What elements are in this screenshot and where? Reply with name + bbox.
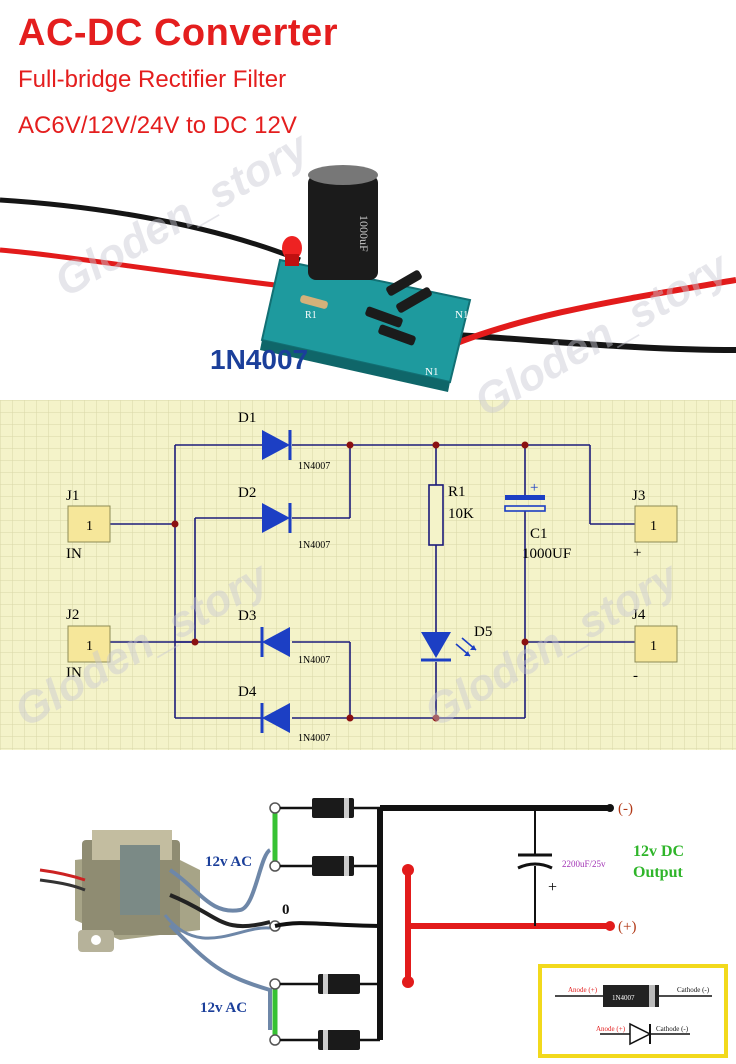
r1-ref: R1 bbox=[448, 484, 466, 500]
output-label-line1: 12v DC bbox=[633, 843, 684, 860]
schematic: D1 1N4007 D2 1N4007 D3 1N4007 D4 1N4007 … bbox=[0, 400, 736, 750]
diodes-wiring bbox=[312, 798, 360, 1050]
j1-net: IN bbox=[66, 546, 82, 562]
d1-ref: D1 bbox=[238, 410, 256, 426]
j3-net: + bbox=[633, 545, 641, 561]
j2-net: IN bbox=[66, 665, 82, 681]
j3-pin: 1 bbox=[650, 519, 657, 534]
c1-value: 1000UF bbox=[522, 546, 571, 562]
j4-ref: J4 bbox=[632, 607, 646, 623]
legend-part: 1N4007 bbox=[612, 994, 635, 1002]
page-subtitle: Full-bridge Rectifier Filter bbox=[18, 66, 287, 93]
diode-d1: D1 1N4007 bbox=[238, 410, 330, 472]
board-label-r1: R1 bbox=[305, 310, 317, 321]
diode-d3: D3 1N4007 bbox=[238, 608, 330, 666]
legend-anode: Anode (+) bbox=[568, 986, 598, 994]
input-output-spec: AC6V/12V/24V to DC 12V bbox=[18, 112, 297, 139]
d4-ref: D4 bbox=[238, 684, 257, 700]
d2-part: 1N4007 bbox=[298, 540, 330, 551]
pos-label: (+) bbox=[618, 919, 636, 935]
connector-j1: 1 J1 IN bbox=[66, 488, 111, 562]
filter-capacitor: + 2200uF/25v bbox=[517, 808, 606, 926]
diodes-photo bbox=[365, 270, 432, 346]
cap-value: 2200uF/25v bbox=[562, 859, 606, 869]
diode-legend: 1N4007 Anode (+) Cathode (-) Anode (+) C… bbox=[538, 964, 728, 1058]
d3-ref: D3 bbox=[238, 608, 256, 624]
d2-ref: D2 bbox=[238, 485, 256, 501]
d3-part: 1N4007 bbox=[298, 655, 330, 666]
d1-part: 1N4007 bbox=[298, 461, 330, 472]
j1-ref: J1 bbox=[66, 488, 79, 504]
connector-j4: 1 J4 - bbox=[632, 607, 678, 684]
legend-cathode2: Cathode (-) bbox=[656, 1025, 689, 1033]
schematic-wires bbox=[110, 444, 635, 719]
j2-pin: 1 bbox=[86, 639, 93, 654]
capacitor bbox=[308, 175, 378, 280]
page-title: AC-DC Converter bbox=[18, 12, 338, 54]
board-label-n1-top: N1 bbox=[455, 309, 468, 321]
cap-plus: + bbox=[548, 879, 557, 896]
diode-d4: D4 1N4007 bbox=[238, 684, 330, 744]
led-d5: D5 bbox=[421, 624, 492, 662]
wiring-diagram: + 2200uF/25v (-) (+) 12v AC 12v AC 0 12v… bbox=[0, 750, 736, 1064]
j4-pin: 1 bbox=[650, 639, 657, 654]
connector-j3: 1 J3 + bbox=[632, 488, 678, 561]
j1-pin: 1 bbox=[86, 519, 93, 534]
connector-j2: 1 J2 IN bbox=[66, 607, 111, 681]
wire-black-right bbox=[454, 332, 736, 353]
product-photo: 1000uF N1 N1 R1 bbox=[0, 150, 736, 400]
d5-ref: D5 bbox=[474, 624, 492, 640]
legend-anode2: Anode (+) bbox=[596, 1025, 626, 1033]
diode-d2: D2 1N4007 bbox=[238, 485, 330, 551]
c1-ref: C1 bbox=[530, 526, 548, 542]
part-number-label: 1N4007 bbox=[210, 344, 309, 375]
wire-black-left bbox=[0, 197, 301, 263]
d4-part: 1N4007 bbox=[298, 733, 330, 744]
board-label-n1-bottom: N1 bbox=[425, 366, 438, 378]
center-tap-label: 0 bbox=[282, 902, 290, 918]
r1-value: 10K bbox=[448, 506, 474, 522]
wire-red-left bbox=[0, 247, 276, 288]
capacitor-c1: + C1 1000UF bbox=[504, 480, 571, 562]
j3-ref: J3 bbox=[632, 488, 645, 504]
ac-top-label: 12v AC bbox=[205, 854, 252, 870]
j2-ref: J2 bbox=[66, 607, 79, 623]
c1-polarity: + bbox=[530, 480, 538, 496]
j4-net: - bbox=[633, 668, 638, 684]
junction-dots bbox=[171, 441, 529, 722]
capacitor-print: 1000uF bbox=[357, 215, 371, 252]
ac-bottom-label: 12v AC bbox=[200, 1000, 247, 1016]
resistor bbox=[300, 295, 328, 309]
output-label-line2: Output bbox=[633, 864, 683, 881]
resistor-r1: R1 10K bbox=[428, 484, 474, 546]
legend-cathode: Cathode (-) bbox=[677, 986, 710, 994]
positive-bus bbox=[405, 870, 610, 982]
wire-red-right bbox=[438, 277, 736, 353]
diode-bands bbox=[323, 798, 349, 1050]
neg-label: (-) bbox=[618, 801, 633, 817]
